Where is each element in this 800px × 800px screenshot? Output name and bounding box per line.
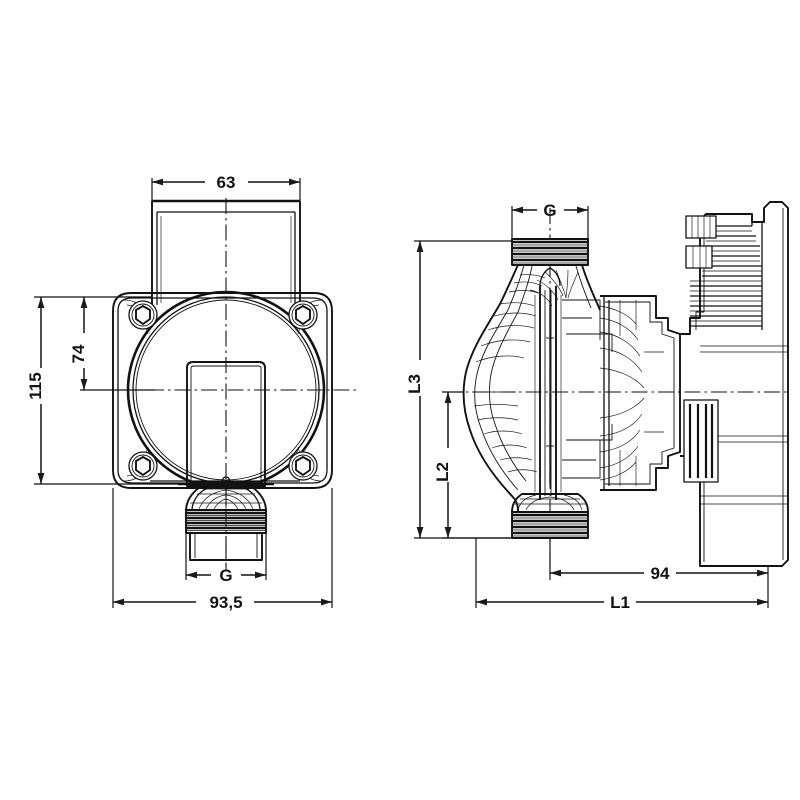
side-view-seal-lines — [603, 296, 610, 490]
dimension-63: 63 — [151, 173, 301, 206]
side-view-bottom-port-ribs — [514, 494, 586, 511]
dimension-l1: L1 — [475, 538, 769, 612]
dimension-l2: L2 — [433, 391, 512, 539]
side-view-bottom-port — [511, 493, 589, 539]
front-view-outlet-port — [185, 483, 267, 570]
dimension-l1-label: L1 — [610, 593, 630, 612]
front-view-bolt-bosses — [128, 300, 318, 481]
side-view: G L3 L2 — [405, 201, 790, 612]
dimension-94: 94 — [549, 538, 769, 583]
dimension-g-front: G — [185, 533, 267, 585]
side-view-top-port — [511, 238, 589, 266]
front-view-housing — [112, 290, 333, 490]
side-view-shaft-assembly — [546, 300, 554, 484]
bolt-boss-top-right — [288, 300, 318, 330]
side-view-rotor-can — [534, 267, 562, 500]
dimension-74: 74 — [69, 296, 155, 391]
dimension-l2-label: L2 — [433, 462, 452, 482]
dimension-115-label: 115 — [26, 372, 45, 399]
side-view-volute-cast-detail — [472, 269, 579, 473]
side-view-terminal-block — [685, 215, 717, 269]
front-view: 63 74 115 — [26, 173, 360, 612]
dimension-74-label: 74 — [69, 344, 88, 363]
dimension-94-label: 94 — [651, 564, 670, 583]
dimension-93-5-label: 93,5 — [209, 593, 242, 612]
dimension-g-front-label: G — [219, 566, 232, 585]
dimension-93-5: 93,5 — [112, 488, 333, 612]
side-view-bottom-thread-crests — [512, 513, 588, 535]
front-view-center-pad — [186, 361, 266, 487]
side-view-volute-body — [462, 264, 613, 512]
side-view-volute-steps — [562, 299, 613, 479]
bolt-boss-top-left — [128, 300, 158, 330]
side-view-motor-housing — [680, 201, 789, 567]
dimension-g-side-label: G — [543, 201, 556, 220]
dimension-g-side: G — [511, 201, 589, 242]
side-view-top-thread-crests — [512, 240, 588, 262]
dimension-63-label: 63 — [217, 173, 236, 192]
bolt-boss-bottom-right — [288, 451, 318, 481]
dimension-l3-label: L3 — [405, 374, 424, 394]
side-view-stator-ribs — [599, 300, 664, 486]
dimension-115: 115 — [26, 296, 183, 485]
bolt-boss-bottom-left — [128, 451, 158, 481]
side-view-lower-slots — [683, 399, 719, 483]
side-view-stator-housing — [599, 295, 681, 491]
